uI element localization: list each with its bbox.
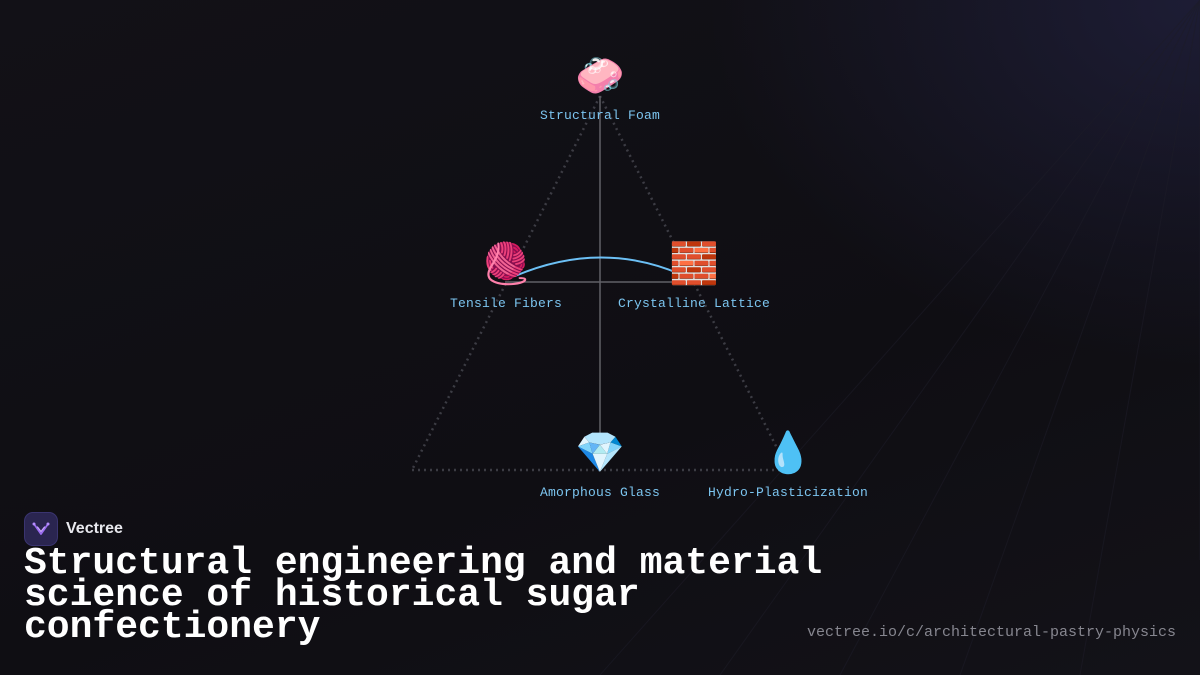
node-label: Hydro-Plasticization	[707, 485, 869, 500]
vectree-logo-icon	[24, 512, 58, 546]
node-crystalline-lattice: 🧱 Crystalline Lattice	[574, 244, 814, 311]
page-url[interactable]: vectree.io/c/architectural-pastry-physic…	[806, 624, 1176, 641]
node-label: Amorphous Glass	[539, 485, 661, 500]
node-label: Structural Foam	[539, 108, 661, 123]
node-hydro-plasticization: 💧 Hydro-Plasticization	[668, 433, 908, 500]
droplet-icon: 💧	[763, 434, 813, 479]
brick-icon: 🧱	[669, 245, 719, 290]
gem-icon: 💎	[575, 434, 625, 479]
curved-link	[514, 256, 681, 277]
page-title: Structural engineering and material scie…	[24, 542, 823, 649]
brand[interactable]: Vectree	[24, 512, 123, 546]
triangle-left-edge	[410, 95, 602, 471]
yarn-icon: 🧶	[481, 245, 531, 290]
node-tensile-fibers: 🧶 Tensile Fibers	[386, 244, 626, 311]
brand-name: Vectree	[66, 520, 123, 537]
triangle-right-edge	[598, 95, 790, 471]
node-amorphous-glass: 💎 Amorphous Glass	[480, 433, 720, 500]
node-label: Tensile Fibers	[449, 296, 563, 311]
node-structural-foam: 🧼 Structural Foam	[480, 56, 720, 123]
node-label: Crystalline Lattice	[617, 296, 771, 311]
soap-icon: 🧼	[575, 57, 625, 102]
